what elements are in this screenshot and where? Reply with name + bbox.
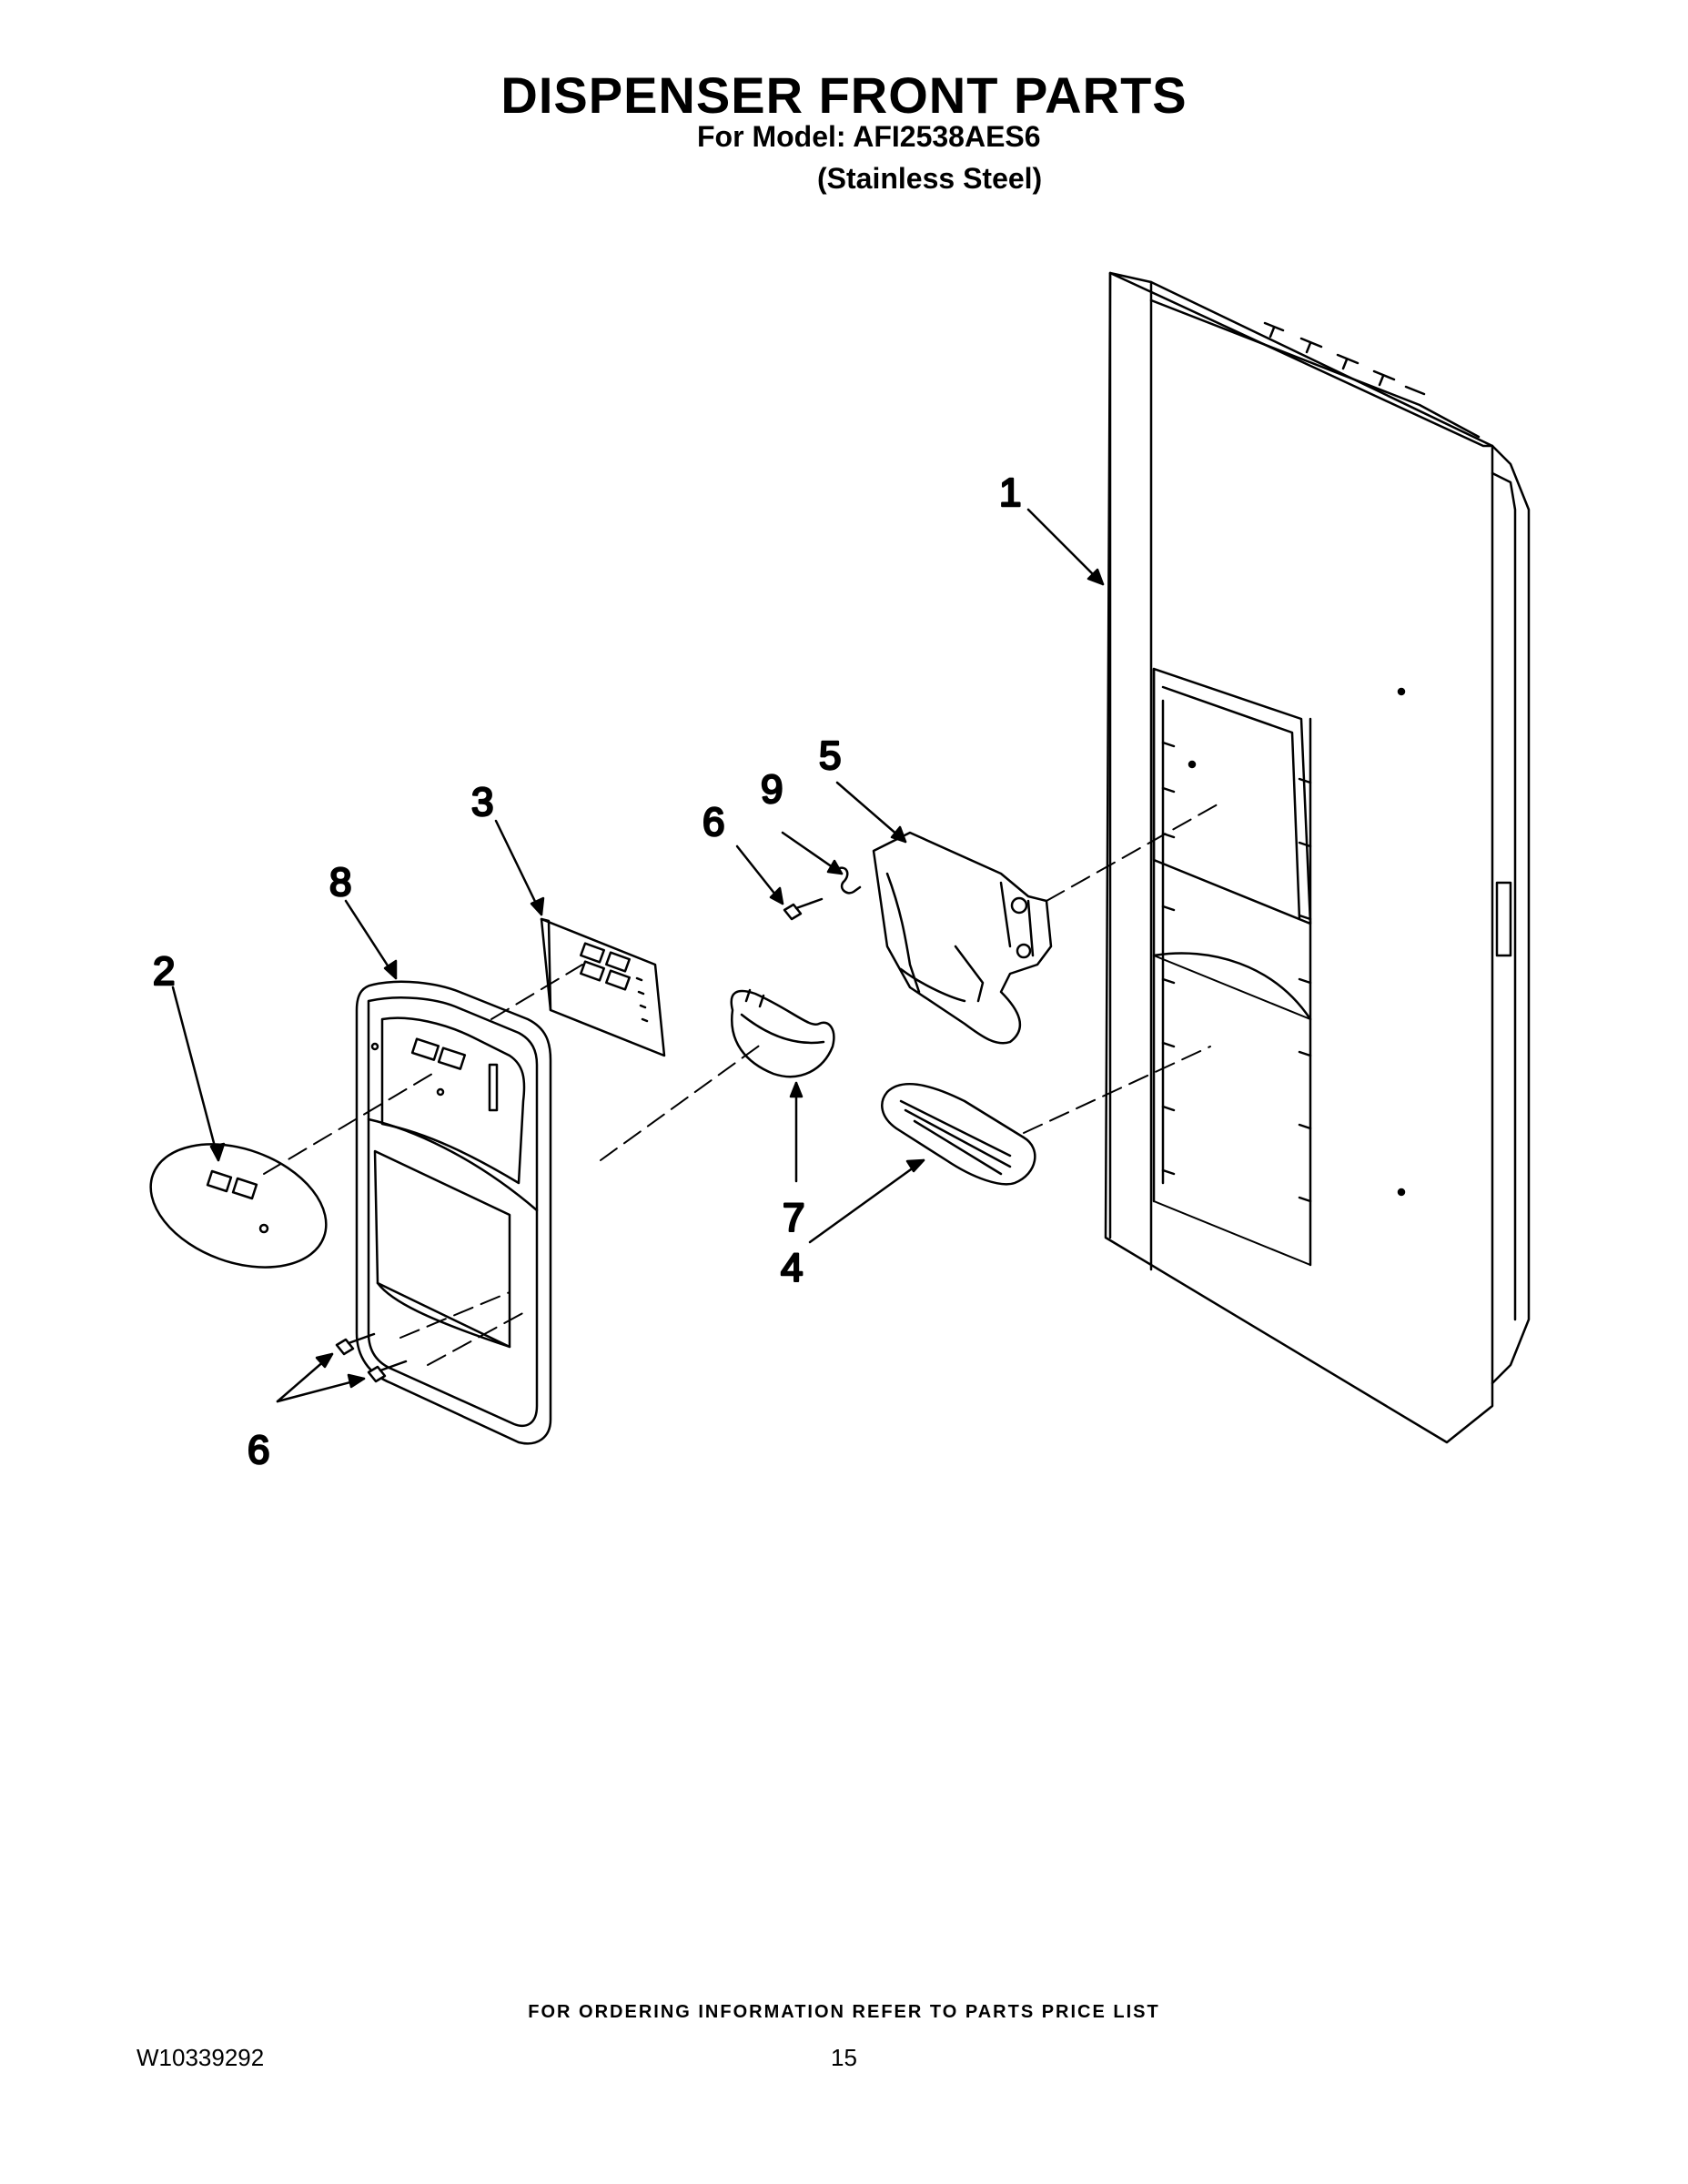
callout-2: 2 [153, 949, 175, 994]
spring-part [835, 866, 862, 895]
model-line: For Model: AFI2538AES6 [697, 120, 1041, 153]
callout-1: 1 [999, 470, 1021, 515]
page-title: DISPENSER FRONT PARTS [500, 66, 1188, 124]
screw-parts [335, 897, 824, 1383]
callout-3: 3 [471, 780, 493, 824]
callout-9: 9 [761, 767, 783, 812]
callout-arrows [171, 508, 1105, 1403]
light-shield-part [730, 988, 835, 1078]
callout-8: 8 [329, 860, 351, 905]
overlay-part [149, 1143, 328, 1269]
callout-7: 7 [783, 1196, 804, 1240]
callout-5: 5 [819, 733, 841, 778]
document-number: W10339292 [136, 2044, 265, 2071]
dispenser-trim-frame-part [355, 980, 552, 1445]
callout-6-lower: 6 [248, 1428, 269, 1472]
callout-6-upper: 6 [702, 800, 724, 844]
page-number: 15 [831, 2044, 857, 2071]
lever-assembly-part [872, 831, 1053, 1045]
assembly-lines [263, 800, 1225, 1366]
callout-4: 4 [781, 1246, 803, 1290]
ordering-note: FOR ORDERING INFORMATION REFER TO PARTS … [528, 2002, 1160, 2022]
control-board-part [540, 917, 666, 1057]
finish-line: (Stainless Steel) [817, 162, 1043, 195]
drip-tray-part [881, 1083, 1036, 1186]
door-panel-part [1104, 271, 1531, 1444]
